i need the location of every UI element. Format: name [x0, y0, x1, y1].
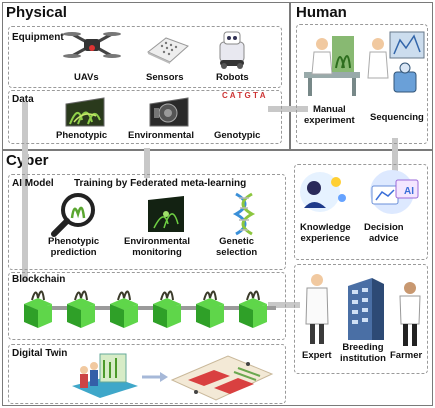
institution-icon	[348, 278, 384, 340]
knowledge-icon	[300, 172, 346, 212]
block-2	[67, 290, 95, 328]
sequencing-label: Sequencing	[370, 112, 424, 123]
sequencing-icon	[367, 31, 425, 93]
data-box	[8, 90, 282, 144]
genetic-selection-label: Genetic selection	[216, 236, 258, 258]
blockchain-link	[28, 306, 276, 310]
equipment-label: Equipment	[12, 32, 64, 43]
equipment-box	[8, 26, 282, 88]
farmer-icon	[399, 282, 421, 346]
human-box	[296, 24, 428, 144]
data-label: Data	[12, 94, 34, 105]
expert-label: Expert	[302, 350, 332, 361]
blockchain-label: Blockchain	[12, 274, 66, 285]
phenotypic-label: Phenotypic	[56, 130, 108, 141]
connector-data-left	[22, 102, 28, 282]
connector-data-down	[144, 148, 150, 178]
digital-twin-box	[8, 344, 286, 404]
environmental-data-icon	[149, 97, 189, 127]
ai-model-label: AI Model	[12, 178, 54, 189]
people-screen-icon	[72, 353, 138, 398]
sensor-icon	[147, 37, 189, 64]
knowledge-experience-label: Knowledge experience	[300, 222, 351, 244]
phenotypic-prediction-label: Phenotypic prediction	[48, 236, 100, 258]
connector-right-vertical	[392, 138, 398, 174]
ai-model-box	[8, 174, 286, 270]
monitoring-icon	[148, 196, 184, 232]
manual-experiment-label: Manual experiment	[304, 104, 355, 126]
connector-human-data	[268, 106, 308, 112]
magnifier-icon	[51, 193, 95, 237]
svg-text:C A T G T A: C A T G T A	[222, 91, 266, 100]
farmer-label: Farmer	[390, 350, 423, 361]
svg-text:AI: AI	[404, 186, 414, 197]
block-5	[196, 290, 224, 328]
uav-icon	[63, 32, 121, 58]
blockchain-box	[8, 272, 286, 340]
block-6	[239, 290, 267, 328]
manual-experiment-icon	[304, 36, 360, 96]
stakeholders-box	[294, 264, 428, 374]
blockchain-chain	[24, 290, 267, 328]
cyber-frame	[2, 150, 433, 406]
block-3	[110, 290, 138, 328]
knowledge-box	[294, 164, 428, 260]
uavs-label: UAVs	[74, 72, 99, 83]
genotypic-label: Genotypic	[214, 130, 261, 141]
human-title: Human	[296, 4, 347, 21]
robots-label: Robots	[216, 72, 249, 83]
phenotypic-data-icon	[65, 97, 105, 127]
human-frame	[290, 2, 433, 150]
environmental-label: Environmental	[128, 130, 194, 141]
sensors-label: Sensors	[146, 72, 184, 83]
smart-farm-icon	[170, 355, 274, 401]
block-1	[24, 290, 52, 328]
genotypic-data-icon: C A T G T A	[222, 91, 266, 100]
connector-blockchain-right	[268, 302, 300, 308]
robot-icon	[219, 31, 245, 69]
expert-icon	[305, 274, 329, 344]
physical-title: Physical	[6, 4, 67, 21]
twin-arrow-icon	[142, 372, 168, 382]
block-4	[153, 290, 181, 328]
dna-icon	[232, 192, 256, 236]
digital-twin-label: Digital Twin	[12, 348, 68, 359]
decision-advice-icon: AI	[370, 170, 419, 214]
environmental-monitoring-label: Environmental monitoring	[124, 236, 190, 258]
breeding-institution-label: Breeding institution	[340, 342, 386, 364]
training-label: Training by Federated meta-learning	[74, 178, 247, 189]
manual-experiment-text: Manual experiment	[304, 104, 355, 126]
decision-advice-label: Decision advice	[364, 222, 404, 244]
